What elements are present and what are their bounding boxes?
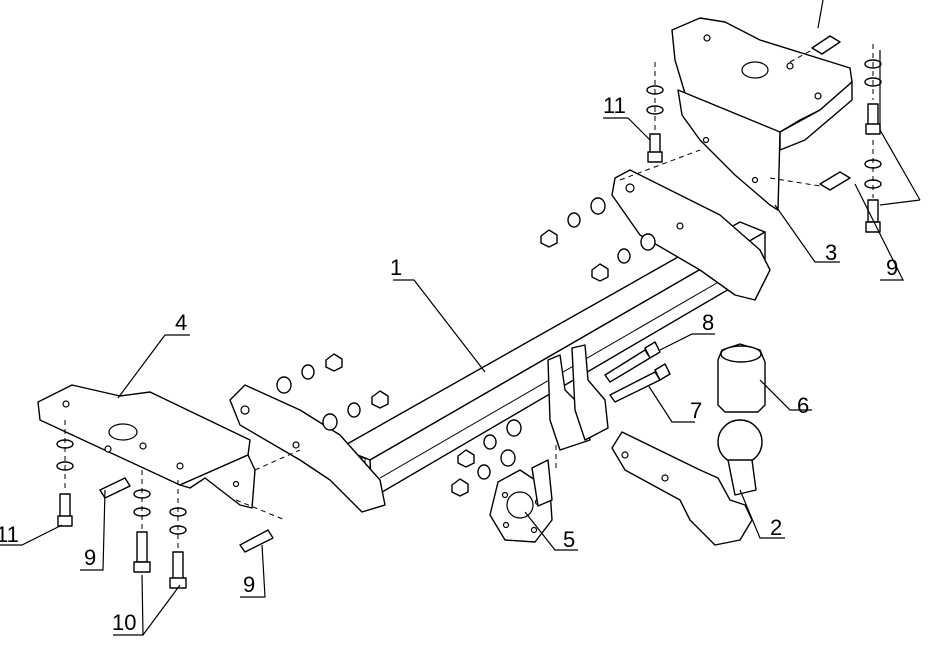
hardware	[56, 35, 882, 589]
callout-1: 1	[390, 255, 402, 280]
callout-10: 10	[112, 610, 136, 635]
assembly-lines	[64, 44, 874, 550]
main-cross-beam	[229, 169, 771, 513]
socket-bracket	[489, 459, 553, 543]
callout-2: 2	[770, 515, 782, 540]
right-mounting-bracket	[671, 17, 853, 211]
leader-lines	[0, 0, 921, 636]
callout-11-left: 11	[0, 522, 19, 547]
callout-4: 4	[175, 310, 187, 335]
left-mounting-bracket	[37, 384, 256, 509]
callout-9-left: 9	[84, 545, 96, 570]
callout-11-right: 11	[603, 93, 626, 118]
callout-9-right: 9	[886, 255, 898, 280]
callout-3: 3	[825, 240, 837, 265]
callout-6: 6	[797, 393, 809, 418]
callout-7: 7	[690, 398, 702, 423]
callout-labels: 1 2 3 4 5 6 7 8 9 9 9 10 11 11	[0, 93, 898, 635]
callout-9-bottom: 9	[243, 572, 255, 597]
callout-8: 8	[702, 310, 714, 335]
tow-ball-arm	[611, 419, 763, 546]
ball-cover	[717, 343, 766, 413]
callout-5: 5	[563, 527, 575, 552]
